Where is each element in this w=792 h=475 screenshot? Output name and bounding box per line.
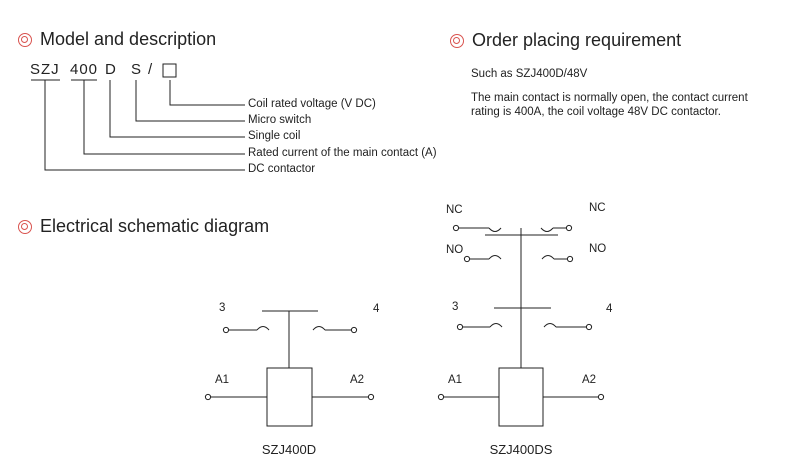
contact-right xyxy=(312,326,326,331)
coil-box-ds xyxy=(498,367,544,427)
schematic-section-title-text: Electrical schematic diagram xyxy=(40,216,270,236)
model-code-switch: S xyxy=(131,61,143,78)
label-nc-right: NC xyxy=(589,202,606,214)
leader-coil-voltage xyxy=(169,80,245,106)
model-code-coil: D xyxy=(105,61,117,78)
contact-right-ds xyxy=(543,323,557,328)
contact-left-ds xyxy=(489,323,503,328)
label-a1-ds: A1 xyxy=(448,374,462,386)
terminal-nc-right xyxy=(565,224,573,232)
terminal-nc-left xyxy=(452,224,460,232)
label-a2-ds: A2 xyxy=(582,374,596,386)
terminal-3-ds xyxy=(456,323,464,331)
model-section-title: Model and description xyxy=(18,29,216,50)
model-code-current: 400 xyxy=(70,61,99,78)
coil-box xyxy=(266,367,313,427)
model-section-title-text: Model and description xyxy=(40,29,217,49)
model-code-series: SZJ xyxy=(30,61,60,78)
label-3-ds: 3 xyxy=(452,301,458,313)
label-3: 3 xyxy=(219,302,225,314)
label-a2: A2 xyxy=(350,374,364,386)
terminal-a1 xyxy=(204,393,212,401)
contact-no-right xyxy=(541,255,555,260)
contact-nc-left xyxy=(488,227,502,232)
label-4-ds: 4 xyxy=(606,303,613,315)
terminal-4-ds xyxy=(585,323,593,331)
leader-rated-current xyxy=(83,80,245,155)
order-example: Such as SZJ400D/48V xyxy=(471,68,588,80)
diagram-szj400ds xyxy=(437,224,605,427)
terminal-4 xyxy=(350,326,358,334)
bullet-icon xyxy=(18,219,32,234)
order-section-title-text: Order placing requirement xyxy=(472,30,682,50)
label-4: 4 xyxy=(373,303,380,315)
contact-no-left xyxy=(488,255,502,260)
model-code-slash: / xyxy=(148,61,154,78)
diagram-szj400d xyxy=(204,310,375,427)
model-code-leaders xyxy=(31,63,245,171)
terminal-a1-ds xyxy=(437,393,445,401)
diagram-szj400ds-labels: NC NC NO NO 3 4 A1 A2 SZJ400DS xyxy=(446,202,613,457)
terminal-no-right xyxy=(566,255,574,263)
voltage-box xyxy=(162,63,177,78)
label-a1: A1 xyxy=(215,374,229,386)
contact-left xyxy=(256,326,270,331)
diagram-szj400d-labels: 3 4 A1 A2 SZJ400D xyxy=(215,302,380,457)
description-coil-voltage: Coil rated voltage (V DC) xyxy=(248,98,376,110)
schematic-section-title: Electrical schematic diagram xyxy=(18,216,269,237)
contact-nc-right xyxy=(540,227,554,232)
leader-single-coil xyxy=(109,80,245,138)
terminal-3 xyxy=(222,326,230,334)
description-rated-current: Rated current of the main contact (A) xyxy=(248,147,437,159)
description-dc-contactor: DC contactor xyxy=(248,163,316,175)
order-line-2: rating is 400A, the coil voltage 48V DC … xyxy=(471,106,721,118)
description-single-coil: Single coil xyxy=(248,130,301,142)
leader-dc-contactor xyxy=(44,80,245,171)
description-micro-switch: Micro switch xyxy=(248,114,312,126)
order-line-1: The main contact is normally open, the c… xyxy=(471,92,748,104)
terminal-no-left xyxy=(463,255,471,263)
label-no-right: NO xyxy=(589,243,606,255)
terminal-a2-ds xyxy=(597,393,605,401)
bullet-icon xyxy=(450,33,464,48)
caption-szj400ds: SZJ400DS xyxy=(490,442,553,457)
bullet-icon xyxy=(18,32,32,47)
order-section-title: Order placing requirement xyxy=(450,30,681,51)
terminal-a2 xyxy=(367,393,375,401)
label-nc-left: NC xyxy=(446,204,463,216)
leader-micro-switch xyxy=(135,80,245,122)
label-no-left: NO xyxy=(446,244,463,256)
caption-szj400d: SZJ400D xyxy=(262,442,316,457)
